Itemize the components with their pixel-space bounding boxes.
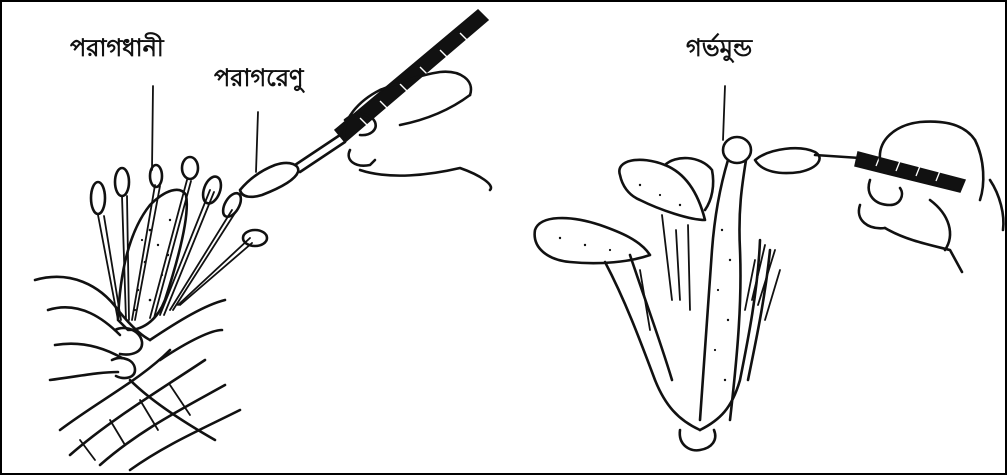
sepal-left-outer xyxy=(605,262,700,430)
label-stigma: গর্ভমুন্ড xyxy=(686,36,752,60)
flower-base xyxy=(680,430,715,450)
style-speckles xyxy=(714,229,731,381)
petal-left xyxy=(535,218,650,263)
anthers xyxy=(91,157,267,246)
label-anther: পরাগধানী xyxy=(70,36,164,60)
left-leaves xyxy=(60,350,240,470)
right-hand-left-panel xyxy=(344,72,491,190)
right-hand-right-panel xyxy=(859,122,1004,272)
brush-tip-right xyxy=(755,148,820,173)
style-right-edge xyxy=(730,160,746,420)
label-pollen: পরাগরেণু xyxy=(214,66,304,90)
stigma-leader-line xyxy=(723,86,725,140)
sepal-right-outer xyxy=(700,240,760,430)
pollen-leader-line xyxy=(256,112,258,172)
left-hand xyxy=(35,277,225,440)
petal-upper-left xyxy=(619,160,705,220)
right-flower-illustration xyxy=(535,86,1004,450)
style-left-edge xyxy=(700,160,728,420)
anther-leader-line xyxy=(152,86,153,170)
brush-handle-right xyxy=(855,152,965,192)
brush-tip-left xyxy=(240,163,298,197)
